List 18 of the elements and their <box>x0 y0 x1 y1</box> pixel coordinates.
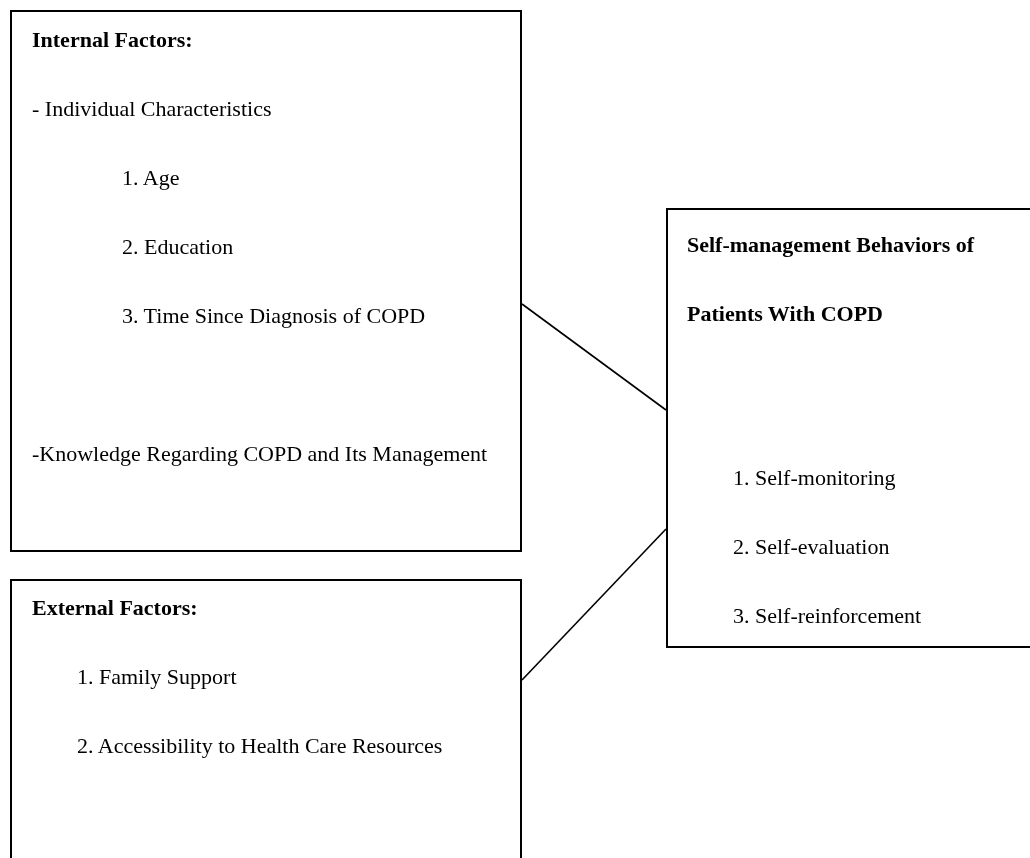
factor-box <box>10 579 522 858</box>
list-item: 2. Accessibility to Health Care Resources <box>77 732 444 760</box>
box-heading: Self-management Behaviors of Patients With COPD <box>687 231 976 328</box>
box-heading: Internal Factors: <box>32 26 194 54</box>
list-item: 1. Family Support <box>77 663 238 691</box>
list-item: 2. Education <box>122 233 235 261</box>
connector-line <box>521 528 667 681</box>
list-item: 3. Self-reinforcement <box>733 602 923 630</box>
list-item: - Individual Characteristics <box>32 95 273 123</box>
list-item: 1. Self-monitoring <box>733 464 897 492</box>
box-heading: External Factors: <box>32 594 199 622</box>
list-item: 3. Time Since Diagnosis of COPD <box>122 302 427 330</box>
factor-box <box>666 208 1030 648</box>
factor-box <box>10 10 522 552</box>
list-item: 1. Age <box>122 164 181 192</box>
list-item: -Knowledge Regarding COPD and Its Management <box>32 440 489 468</box>
list-item: 2. Self-evaluation <box>733 533 891 561</box>
connector-line <box>521 303 667 411</box>
